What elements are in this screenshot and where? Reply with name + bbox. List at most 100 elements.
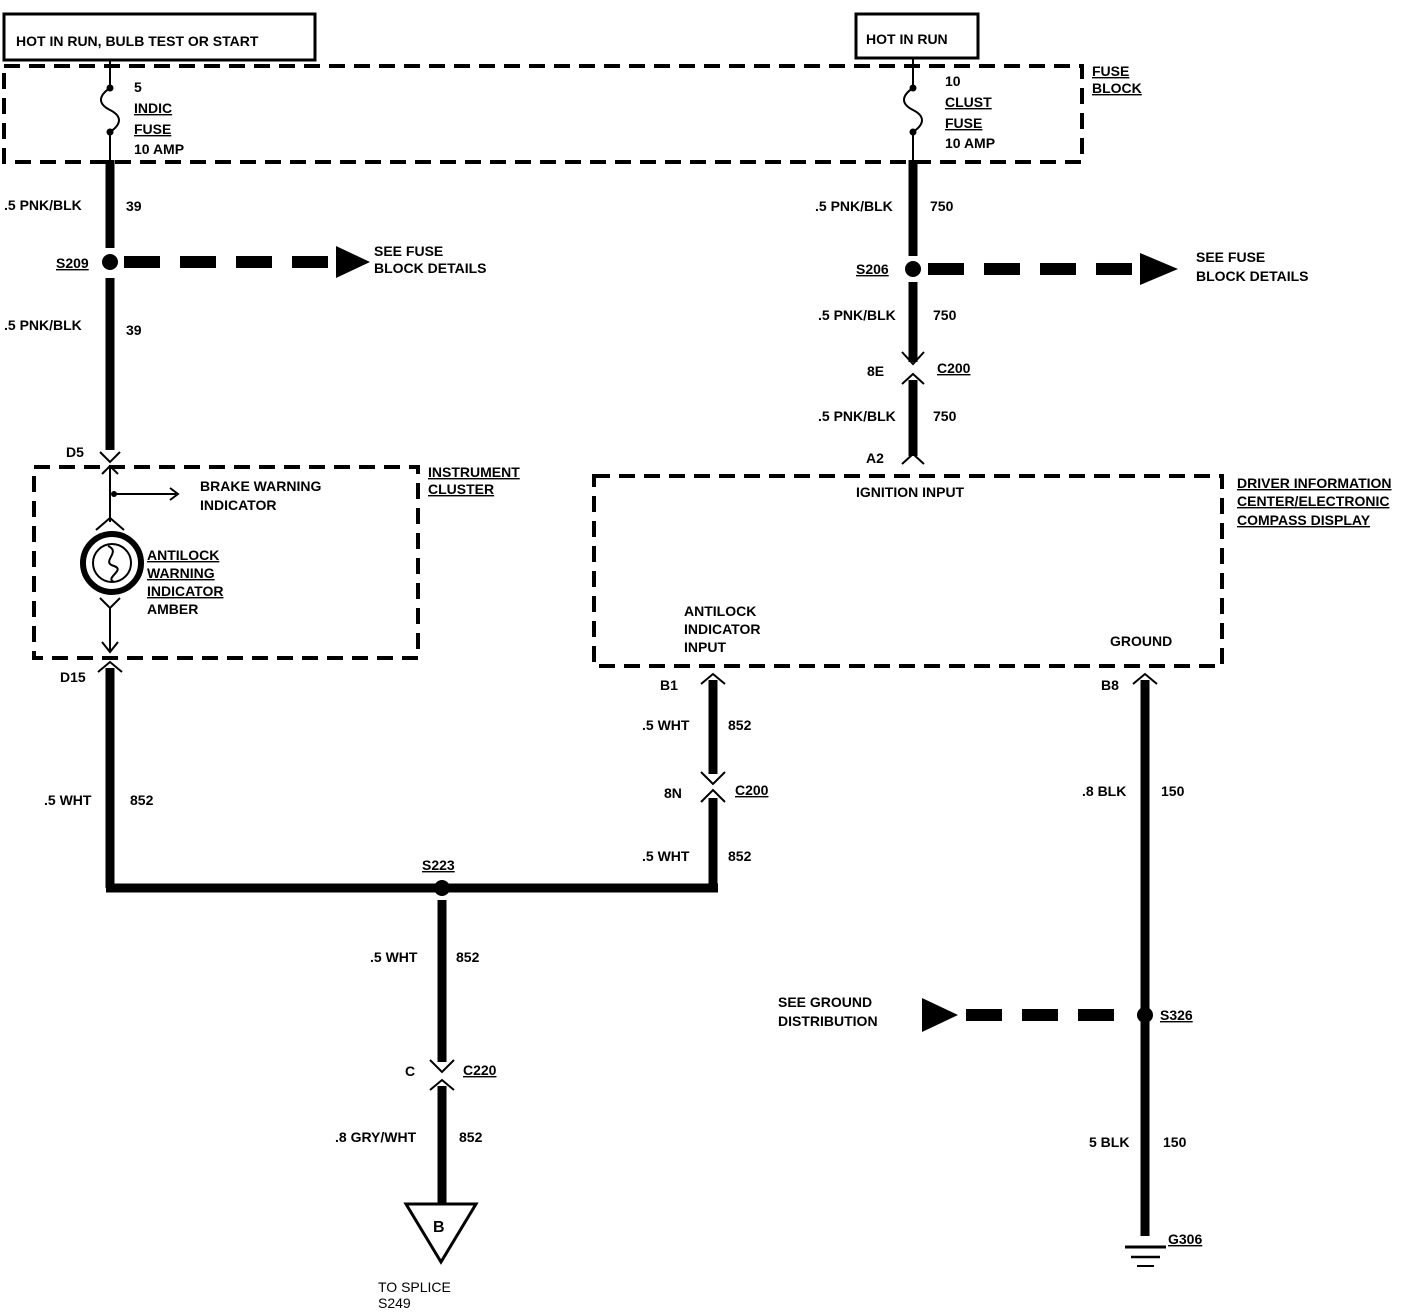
antilock-input-label-2: INDICATOR — [684, 621, 760, 637]
fuse-block-label-2: BLOCK — [1092, 80, 1142, 96]
fuse-block-label-1: FUSE — [1092, 63, 1129, 79]
fuse-5-name: INDIC — [134, 100, 172, 116]
dic-title-1: DRIVER INFORMATION — [1237, 475, 1392, 491]
fuse-5-type: FUSE — [134, 121, 171, 137]
arrow-right-icon — [1140, 253, 1178, 285]
offpage-letter: B — [433, 1219, 445, 1236]
antilock-label-4: AMBER — [147, 601, 198, 617]
wire-circuit: 39 — [126, 322, 142, 338]
antilock-label-3: INDICATOR — [147, 583, 223, 599]
wire-circuit: 852 — [728, 717, 752, 733]
splice-s209-dot — [102, 254, 118, 270]
wire-size: .5 WHT — [370, 949, 418, 965]
splice-s223-label: S223 — [422, 857, 455, 873]
cluster-title-1: INSTRUMENT — [428, 464, 520, 480]
pin-label: B1 — [660, 677, 678, 693]
fuse-5-rating: 10 AMP — [134, 141, 184, 157]
wire-circuit: 750 — [933, 307, 957, 323]
connector-d5: D5 — [66, 444, 121, 464]
splice-s326-dot — [1137, 1007, 1153, 1023]
circuit-852-right: B1 .5 WHT 852 8N C200 .5 WHT 852 — [642, 672, 769, 892]
pin-label: B8 — [1101, 677, 1119, 693]
ground-input-label: GROUND — [1110, 633, 1172, 649]
wire-size: .5 PNK/BLK — [4, 317, 82, 333]
splice-s326-label: S326 — [1160, 1007, 1193, 1023]
wire-circuit: 150 — [1161, 783, 1185, 799]
fuse-10-rating: 10 AMP — [945, 135, 995, 151]
wire-size: .5 WHT — [642, 848, 690, 864]
fuse-10-number: 10 — [945, 73, 961, 89]
fuse-details-ref-2: BLOCK DETAILS — [1196, 268, 1309, 284]
fuse-details-ref-2: BLOCK DETAILS — [374, 260, 487, 276]
wire-size: .8 GRY/WHT — [335, 1129, 417, 1145]
wire-size: .5 PNK/BLK — [815, 198, 893, 214]
wire-size: .5 PNK/BLK — [818, 307, 896, 323]
arrow-right-icon — [922, 998, 958, 1032]
antilock-label-1: ANTILOCK — [147, 547, 219, 563]
connector-name: C200 — [735, 782, 769, 798]
wire-circuit: 852 — [130, 792, 154, 808]
wire-circuit: 750 — [930, 198, 954, 214]
wire-circuit: 852 — [459, 1129, 483, 1145]
offpage-note-2: S249 — [378, 1295, 411, 1311]
cluster-title-2: CLUSTER — [428, 481, 494, 497]
wire-circuit: 750 — [933, 408, 957, 424]
arrow-right-icon — [336, 246, 370, 278]
pin-label: D5 — [66, 444, 84, 460]
fuse-5: 5 INDIC FUSE 10 AMP — [100, 60, 184, 160]
circuit-150: B8 SEE GROUND DISTRIBUTION S326 .8 BLK 1… — [778, 672, 1202, 1267]
splice-s206-label: S206 — [856, 261, 889, 277]
circuit-852-left: D15 .5 WHT 852 — [44, 660, 718, 893]
fuse-block: FUSE BLOCK — [2, 63, 1142, 164]
connector-pin: C — [405, 1063, 415, 1079]
wire-size: 5 BLK — [1089, 1134, 1129, 1150]
wire-circuit: 39 — [126, 198, 142, 214]
splice-s209-label: S209 — [56, 255, 89, 271]
fuse-10-type: FUSE — [945, 115, 982, 131]
wire-circuit: 852 — [456, 949, 480, 965]
offpage-connector-icon: B — [403, 1202, 479, 1265]
wire-size: .5 PNK/BLK — [818, 408, 896, 424]
antilock-label-2: WARNING — [147, 565, 215, 581]
wire-size: .5 PNK/BLK — [4, 197, 82, 213]
fuse-details-ref-1: SEE FUSE — [1196, 249, 1265, 265]
power-label-left: HOT IN RUN, BULB TEST OR START — [16, 33, 259, 49]
ignition-input-label: IGNITION INPUT — [856, 484, 965, 500]
ground-g306-label: G306 — [1168, 1231, 1202, 1247]
fuse-10: 10 CLUST FUSE 10 AMP — [903, 58, 995, 160]
wire-size: .8 BLK — [1082, 783, 1126, 799]
power-label-right: HOT IN RUN — [866, 31, 948, 47]
wire-size: .5 WHT — [642, 717, 690, 733]
antilock-input-label-3: INPUT — [684, 639, 726, 655]
circuit-852-bottom: S223 .5 WHT 852 C C220 .8 GRY/WHT 852 B … — [335, 857, 497, 1311]
dic-title-3: COMPASS DISPLAY — [1237, 512, 1371, 528]
power-source-left: HOT IN RUN, BULB TEST OR START — [2, 12, 317, 62]
circuit-750: .5 PNK/BLK 750 S206 SEE FUSE BLOCK DETAI… — [815, 160, 1309, 466]
connector-name: C200 — [937, 360, 971, 376]
connector-name: C220 — [463, 1062, 497, 1078]
fuse-details-ref-1: SEE FUSE — [374, 243, 443, 259]
bulb-icon — [80, 531, 144, 595]
wire-size: .5 WHT — [44, 792, 92, 808]
ground-icon — [1125, 1245, 1166, 1267]
instrument-cluster: INSTRUMENT CLUSTER BRAKE WARNING INDICAT… — [32, 464, 520, 660]
ground-dist-ref-2: DISTRIBUTION — [778, 1013, 878, 1029]
circuit-39: .5 PNK/BLK 39 S209 SEE FUSE BLOCK DETAIL… — [4, 160, 487, 450]
dic-title-2: CENTER/ELECTRONIC — [1237, 493, 1389, 509]
brake-warning-label-2: INDICATOR — [200, 497, 276, 513]
connector-pin: 8N — [664, 785, 682, 801]
splice-s206-dot — [905, 261, 921, 277]
power-source-right: HOT IN RUN — [854, 12, 980, 60]
connector-pin: 8E — [867, 363, 884, 379]
wire-circuit: 852 — [728, 848, 752, 864]
driver-information-center: DRIVER INFORMATION CENTER/ELECTRONIC COM… — [592, 474, 1392, 668]
ground-dist-ref-1: SEE GROUND — [778, 994, 872, 1010]
antilock-input-label-1: ANTILOCK — [684, 603, 756, 619]
pin-label: A2 — [866, 450, 884, 466]
splice-s223-dot — [434, 880, 450, 896]
brake-warning-label-1: BRAKE WARNING — [200, 478, 321, 494]
pin-label: D15 — [60, 669, 86, 685]
fuse-10-name: CLUST — [945, 94, 992, 110]
